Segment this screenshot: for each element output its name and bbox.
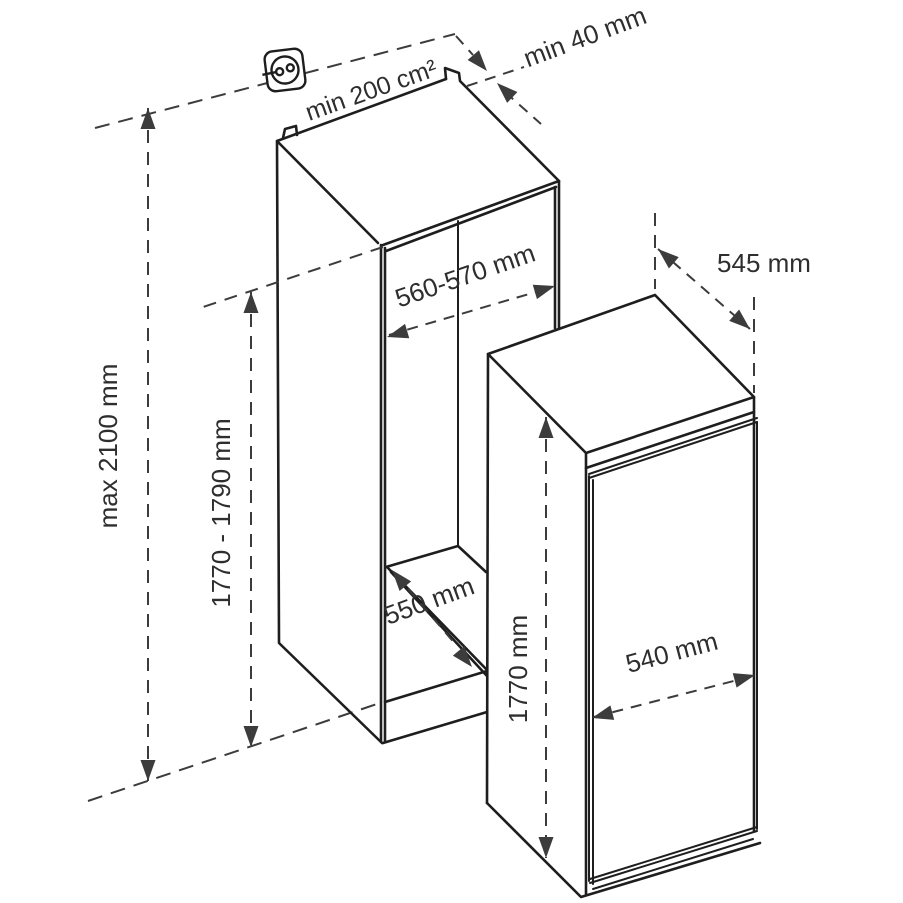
- dim-niche-depth-line: [407, 588, 458, 647]
- arrowhead: [538, 837, 554, 858]
- label-appliance-depth: 545 mm: [717, 248, 811, 278]
- arrowhead: [592, 705, 615, 720]
- arrowhead: [392, 570, 412, 591]
- appliance-bottom-edges: [485, 801, 762, 899]
- appliance-plinth-top-edge: [592, 838, 754, 890]
- niche-bottom-back-edge: [384, 544, 488, 574]
- room-reference-lines: [87, 33, 456, 802]
- appliance-door-bottom-edge-inner: [589, 830, 758, 884]
- label-appliance-height: 1770 mm: [503, 615, 533, 723]
- arrowhead: [532, 284, 555, 300]
- arrowhead: [387, 323, 410, 339]
- niche-plinth-bottom-edge: [381, 710, 489, 745]
- socket-well: [270, 55, 300, 85]
- dimension-labels: min 200 cm² min 40 mm 560-570 mm 545 mm …: [93, 0, 811, 723]
- appliance-top-face: [486, 293, 756, 455]
- cabinet-top-right-vent-notch: [443, 66, 561, 183]
- arrowhead: [729, 309, 750, 329]
- ceiling-line: [94, 33, 456, 129]
- arrowhead: [243, 292, 259, 313]
- label-niche-depth: 550 mm: [380, 570, 479, 630]
- appliance-top-band: [584, 395, 756, 470]
- dim-appliance-width-line: [593, 675, 754, 718]
- dimension-lines: [147, 35, 755, 858]
- label-total-height: max 2100 mm: [93, 364, 123, 529]
- niche-top-edge-outer: [381, 179, 561, 247]
- niche-plinth-top-edge: [383, 669, 489, 704]
- arrowhead: [243, 726, 259, 747]
- floor-line: [87, 702, 381, 802]
- socket-pin-left: [274, 66, 285, 77]
- niche-top-edge-inner: [384, 185, 558, 253]
- arrowhead: [538, 417, 554, 438]
- power-socket-icon: [262, 47, 307, 93]
- label-appliance-width: 540 mm: [622, 626, 720, 679]
- arrowhead: [732, 673, 755, 688]
- arrowhead: [140, 108, 156, 129]
- dimension-arrowheads: [140, 50, 755, 858]
- arrowhead: [452, 646, 472, 667]
- label-rear-gap: min 40 mm: [519, 0, 650, 73]
- cabinet-top-front-edge: [275, 139, 380, 245]
- label-vent-area: min 200 cm²: [302, 54, 441, 126]
- cabinet-outline: [275, 77, 448, 745]
- arrowhead: [467, 50, 487, 71]
- label-niche-width: 560-570 mm: [391, 238, 539, 314]
- socket-prong-line: [262, 70, 277, 76]
- dim-rear-gap-arrow1-tail: [455, 35, 474, 56]
- dim-niche-width-line: [388, 286, 554, 336]
- socket-pin-right: [285, 63, 295, 73]
- arrowhead: [140, 760, 156, 781]
- appliance-left-edge: [485, 352, 490, 805]
- dim-niche-height-extension: [196, 246, 384, 310]
- cabinet-top-left-vent-tab: [281, 124, 299, 140]
- dim-rear-gap-wall-line: [466, 66, 525, 87]
- appliance-door-top-gap-upper: [588, 417, 758, 475]
- appliance-door-bottom-edge-outer: [589, 826, 758, 880]
- appliance-door-top-gap-lower: [588, 421, 758, 479]
- appliance: [485, 293, 762, 899]
- arrowhead: [497, 83, 518, 103]
- arrowhead: [658, 249, 679, 269]
- label-niche-height: 1770 - 1790 mm: [206, 418, 236, 607]
